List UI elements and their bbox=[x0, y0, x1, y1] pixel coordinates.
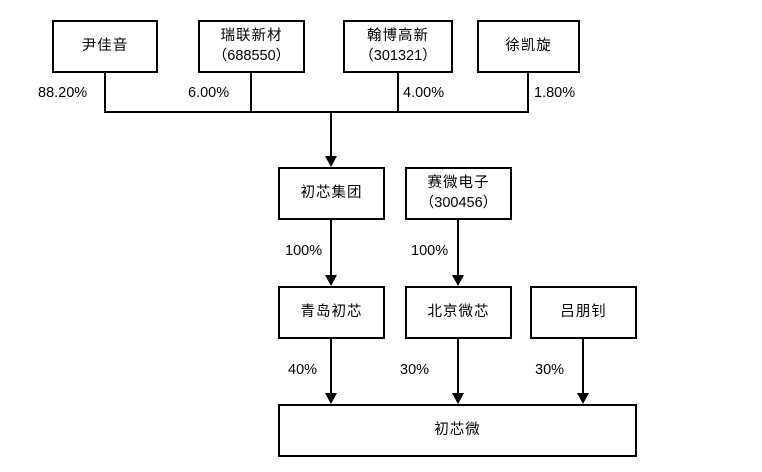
arrow-down-icon bbox=[577, 393, 589, 404]
node-label: 赛微电子 bbox=[427, 174, 490, 191]
node-qingdao-chuxin: 青岛初芯 bbox=[278, 286, 385, 339]
connector-line bbox=[330, 113, 332, 157]
node-hanbo-gaoxin: 翰博高新 （301321） bbox=[343, 20, 453, 73]
connector-line bbox=[457, 220, 459, 277]
node-chuxin-jituan: 初芯集团 bbox=[278, 167, 385, 220]
ownership-label: 40% bbox=[288, 362, 318, 378]
connector-line bbox=[104, 73, 106, 113]
node-label: 徐凯旋 bbox=[505, 37, 552, 54]
node-label: 北京微芯 bbox=[427, 303, 490, 320]
node-stock-code: （301321） bbox=[359, 47, 437, 64]
arrow-down-icon bbox=[452, 393, 464, 404]
ownership-label: 100% bbox=[411, 243, 449, 259]
connector-bus-line bbox=[104, 111, 529, 113]
connector-line bbox=[330, 339, 332, 394]
node-ruilian-xincai: 瑞联新材 （688550） bbox=[198, 20, 305, 73]
ownership-label: 6.00% bbox=[188, 85, 230, 101]
node-stock-code: （688550） bbox=[212, 47, 291, 64]
connector-line bbox=[582, 339, 584, 394]
connector-line bbox=[250, 73, 252, 113]
arrow-down-icon bbox=[325, 393, 337, 404]
ownership-label: 1.80% bbox=[534, 85, 576, 101]
node-yin-jiayin: 尹佳音 bbox=[52, 20, 158, 73]
arrow-down-icon bbox=[452, 275, 464, 286]
arrow-down-icon bbox=[325, 156, 337, 167]
node-label: 瑞联新材 bbox=[220, 27, 283, 44]
connector-line bbox=[527, 73, 529, 113]
connector-line bbox=[330, 220, 332, 277]
node-beijing-weixin: 北京微芯 bbox=[405, 286, 512, 339]
node-stock-code: （300456） bbox=[419, 194, 498, 211]
node-label: 初芯集团 bbox=[300, 184, 363, 201]
node-label: 吕朋钊 bbox=[560, 303, 607, 320]
node-xu-kaixuan: 徐凯旋 bbox=[477, 20, 580, 73]
connector-line bbox=[397, 73, 399, 113]
node-label: 尹佳音 bbox=[81, 37, 129, 54]
node-chuxinwei: 初芯微 bbox=[278, 404, 637, 457]
node-saiwei-dianzi: 赛微电子 （300456） bbox=[405, 167, 512, 220]
node-label: 初芯微 bbox=[434, 421, 481, 438]
node-lyu-pengzhao: 吕朋钊 bbox=[530, 286, 637, 339]
ownership-label: 88.20% bbox=[38, 85, 88, 101]
node-label: 青岛初芯 bbox=[300, 303, 363, 320]
ownership-label: 100% bbox=[285, 243, 323, 259]
ownership-label: 4.00% bbox=[403, 85, 445, 101]
connector-line bbox=[457, 339, 459, 394]
arrow-down-icon bbox=[325, 275, 337, 286]
ownership-label: 30% bbox=[535, 362, 565, 378]
node-label: 翰博高新 bbox=[367, 27, 429, 44]
ownership-label: 30% bbox=[400, 362, 430, 378]
